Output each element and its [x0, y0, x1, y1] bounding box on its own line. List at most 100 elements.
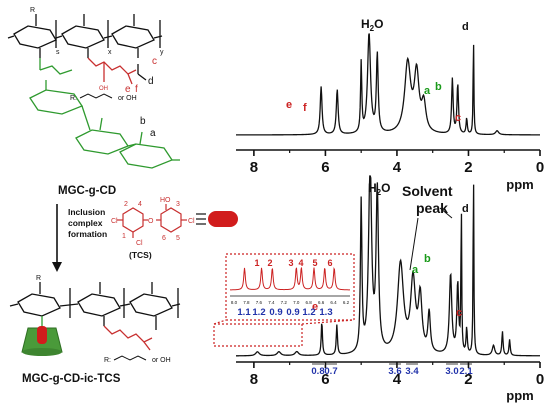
inset-tick-label: 6.6 [318, 300, 325, 305]
label-e-top: e [125, 84, 131, 95]
spectrum-trace-2 [235, 175, 541, 357]
peak-label-a-1: a [424, 85, 431, 97]
chemical-scheme: R s x y OH c e f d R: or OH [7, 7, 238, 385]
inset-peak-label: 6 [327, 258, 332, 268]
peak-label-c-1: c [455, 112, 461, 124]
substituent-r-bottom: R [36, 275, 41, 282]
peak-label-h2o-2: H2O [368, 181, 390, 197]
inset-integral-value: 0.9 [286, 307, 299, 318]
inset-integral-value: 1.2 [302, 307, 315, 318]
annotation-arrow-1 [409, 217, 419, 271]
peak-label-h2o-1: H2O [361, 17, 383, 33]
peak-label-a-2: a [412, 264, 419, 276]
x-tick-label-1: 6 [321, 159, 329, 176]
inset-tick-label: 7.8 [243, 300, 250, 305]
label-c-top: c [152, 56, 157, 67]
tcs-number-2: 2 [124, 201, 128, 208]
inset-tick-label: 7.4 [268, 300, 275, 305]
annotation-solvent-line1: Solvent [402, 183, 453, 199]
x-tick-label-2: 2 [464, 371, 472, 388]
x-tick-label-1: 0 [536, 159, 544, 176]
r-group-or-bottom: or OH [152, 357, 171, 364]
tcs-number-5: 5 [176, 235, 180, 242]
inset-tick-label: 7.0 [293, 300, 300, 305]
inset-integral-value: 1.3 [319, 307, 332, 318]
label-f-top: f [135, 84, 138, 95]
inset-peak-label: 4 [298, 258, 303, 268]
tcs-cl-3: Cl [188, 218, 195, 225]
x-tick-label-2: 0 [536, 371, 544, 388]
inset-integral-value: 1.2 [252, 307, 265, 318]
r-group-top: R: [70, 95, 77, 102]
inset-tick-label: 6.8 [306, 300, 313, 305]
inset-tick-label: 6.4 [330, 300, 337, 305]
tcs-cl-2: Cl [136, 240, 143, 247]
integral-value: 0.8 [311, 366, 324, 377]
inset-integral-value: 1.1 [237, 307, 251, 318]
equivalence-sign [196, 213, 206, 225]
inset-peak-label: 3 [288, 258, 293, 268]
guest-abbrev: (TCS) [129, 250, 152, 260]
subscript-y: y [160, 49, 164, 56]
integral-value: 3.4 [405, 366, 419, 377]
x-tick-label-2: 4 [393, 371, 402, 388]
integral-value: 0.7 [324, 366, 337, 377]
x-tick-label-1: 8 [250, 159, 258, 176]
polymer-backbone-top [7, 14, 163, 81]
inset-peak-label: 2 [267, 258, 272, 268]
tcs-ether-o: O [148, 218, 154, 225]
label-a-cd: a [150, 128, 156, 139]
peak-label-f-1: f [303, 102, 307, 114]
tcs-structure [117, 204, 187, 238]
inset-tick-label: 7.6 [256, 300, 263, 305]
subscript-s: s [56, 49, 60, 56]
r-group-chain-bottom [113, 355, 147, 361]
spectrum-trace-1 [236, 33, 540, 136]
arrow-label-line1: Inclusion [68, 207, 105, 217]
integral-value: 3.0 [445, 366, 458, 377]
tcs-hydroxyl: HO [160, 197, 171, 204]
polymer-name-top: MGC-g-CD [58, 185, 116, 197]
tcs-number-4: 4 [138, 201, 142, 208]
inset-frame [213, 253, 355, 347]
tcs-number-1: 1 [122, 233, 126, 240]
peak-label-d-2: d [462, 203, 469, 215]
substituent-r: R [30, 7, 35, 14]
cyclodextrin-graft [29, 58, 180, 169]
tcs-number-6: 6 [162, 235, 166, 242]
r-group-or-top: or OH [118, 95, 137, 102]
x-tick-label-2: 6 [321, 371, 329, 388]
annotation-arrow-2 [439, 207, 453, 219]
peak-label-e-2: e [312, 301, 318, 313]
methacrylate-arm-bottom [103, 325, 153, 351]
annotation-solvent-line2: peak [416, 200, 448, 216]
x-tick-label-2: 8 [250, 371, 258, 388]
tcs-cl-1: Cl [111, 218, 118, 225]
inset-tick-label: 8.0 [231, 300, 238, 305]
inset-tick-label: 6.2 [343, 300, 350, 305]
inset-integral-value: 0.9 [269, 307, 282, 318]
integral-value: 2.1 [459, 366, 473, 377]
x-axis-label-2: ppm [506, 388, 533, 403]
x-axis-label-1: ppm [506, 177, 533, 192]
peak-label-c-2: c [456, 307, 462, 319]
methacrylate-arm-top [87, 57, 137, 85]
r-group-chain-top [79, 93, 113, 99]
r-group-bottom: R: [104, 357, 111, 364]
arrow-label-line2: complex [68, 218, 103, 228]
polymer-backbone-bottom [9, 282, 181, 330]
label-b-cd: b [140, 116, 146, 127]
x-tick-label-1: 4 [393, 159, 402, 176]
reaction-arrow-head [52, 262, 62, 272]
peak-label-b-1: b [435, 81, 442, 93]
tcs-number-3: 3 [176, 201, 180, 208]
peak-label-e-1: e [286, 99, 292, 111]
arrow-label-line3: formation [68, 229, 107, 239]
tcs-guest-capsule [208, 211, 238, 227]
inset-trace [229, 267, 351, 291]
integral-value: 3.6 [388, 366, 401, 377]
x-tick-label-1: 2 [464, 159, 472, 176]
